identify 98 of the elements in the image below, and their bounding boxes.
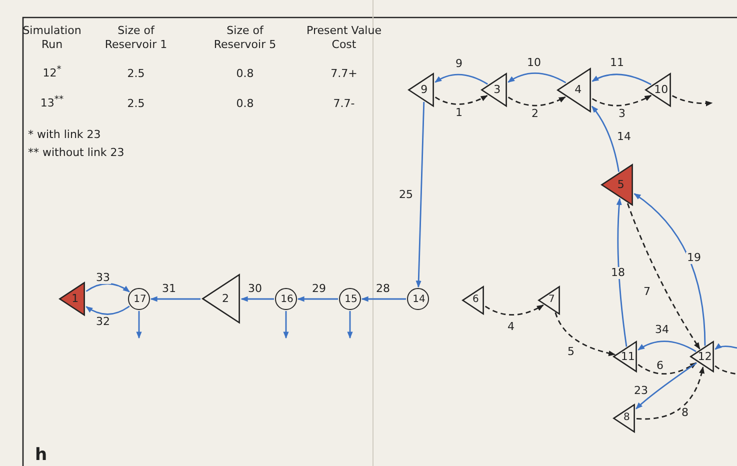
arrow [347,311,353,339]
edge-label: 3 [618,108,626,120]
node-number: 9 [420,84,428,96]
panel-letter: h [35,448,48,462]
edge-label: 30 [247,283,263,295]
table-value: 7.7+ [330,67,358,81]
node-number: 10 [654,84,668,96]
arrow [86,306,130,315]
edge-label: 14 [616,131,632,143]
edge-label: 8 [680,407,690,419]
dashed-arrow [672,95,713,106]
reservoir-triangle [408,73,434,107]
edge-label: 11 [609,57,625,69]
arrow [714,343,737,350]
edge-label: 28 [375,283,391,295]
reservoir-triangle [690,341,714,373]
edge-label: 18 [610,267,626,279]
reservoir-triangle [601,164,633,206]
arrow [634,193,706,346]
node-number: 16 [280,294,294,306]
edge-label: 2 [530,108,540,120]
arrow [150,296,200,302]
junction-circle [275,288,297,310]
reservoir-triangle [59,282,85,316]
arrow [636,362,697,410]
edge-label: 19 [686,252,702,264]
table-value: 0.8 [236,97,254,111]
arrow [86,283,130,292]
node-number: 7 [548,294,555,306]
node-number: 5 [617,178,624,191]
edge-label: 7 [642,286,652,298]
reservoir-triangle [538,286,560,314]
arrow [592,74,652,86]
edge-label: 4 [506,321,516,333]
arrow [591,106,620,172]
footnote: ** without link 23 [28,146,124,160]
arrow [361,296,406,302]
node-number: 17 [134,294,146,306]
arrow [136,311,142,339]
edge-label: 31 [161,283,177,295]
edge-label: 34 [654,324,670,336]
column-header: Simulation Run [22,24,82,52]
dashed-arrow [626,203,700,350]
edge-label: 6 [656,360,664,372]
edge-label: 9 [454,58,464,70]
run-number: 13$^{**}$ [40,93,64,111]
dashed-arrow [484,304,544,316]
table-value: 7.7- [333,97,355,111]
node-number: 1 [72,292,79,305]
edge-label: 23 [633,385,649,397]
edge-label: 33 [95,272,111,284]
edge-label: 29 [311,283,327,295]
arrow [616,198,628,347]
edge-label: 1 [454,107,464,119]
node-number: 3 [494,84,501,96]
edge-label: 5 [566,346,576,358]
dashed-arrow [434,94,488,105]
node-number: 4 [574,84,582,96]
arrow [297,296,338,302]
dashed-arrow [554,312,616,356]
dashed-arrow [636,366,704,420]
junction-circle [407,288,429,310]
table-value: 0.8 [236,67,254,81]
node-number: 15 [344,294,358,306]
edge-label: 25 [398,189,414,201]
column-header: Size of Reservoir 5 [212,24,278,52]
arrow [638,340,696,352]
reservoir-triangle [462,286,484,314]
arrow [508,72,566,84]
footnote: * with link 23 [28,128,101,142]
reservoir-triangle [645,73,671,107]
edge-label: 32 [95,316,111,328]
node-number: 6 [472,294,479,306]
arrow [283,311,289,339]
column-header: Size of Reservoir 1 [104,24,168,52]
node-number: 12 [698,350,712,363]
dashed-arrow [592,94,652,106]
node-number: 11 [620,350,635,363]
node-number: 8 [623,412,630,424]
arrow [416,102,425,288]
junction-circle [339,288,361,310]
reservoir-triangle [613,404,635,432]
column-header: Present Value Cost [306,24,382,52]
arrow [240,296,274,302]
reservoir-triangle [481,73,507,107]
dashed-arrow [638,362,697,374]
edge-label: 10 [526,57,542,69]
node-number: 14 [412,294,426,306]
run-number: 12$^{*}$ [42,63,62,81]
dashed-arrow [508,96,566,106]
node-number: 2 [222,292,230,305]
reservoir-triangle [202,274,240,324]
reservoir-triangle [613,341,637,373]
arrow [434,74,488,85]
reservoir-triangle [557,68,591,112]
junction-circle [128,288,150,310]
table-value: 2.5 [127,67,145,81]
table-value: 2.5 [127,97,145,111]
